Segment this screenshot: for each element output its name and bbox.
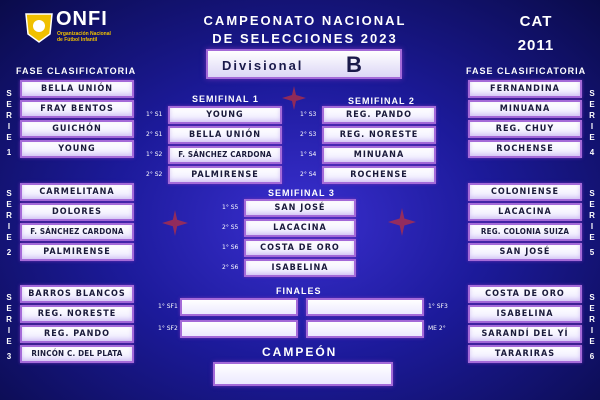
finals-title: FINALES bbox=[276, 286, 322, 296]
semifinal-1-team: PALMIRENSE bbox=[168, 166, 282, 184]
semifinal-1-team: BELLA UNIÓN bbox=[168, 126, 282, 144]
serie-5-team: COLONIENSE bbox=[468, 183, 582, 201]
serie-1-team: FRAY BENTOS bbox=[20, 100, 134, 118]
semifinal-2-seed: 2° S3 bbox=[300, 131, 317, 138]
logo-subtitle: Organización Nacional de Fútbol Infantil bbox=[57, 31, 111, 43]
serie-5-team: LACACINA bbox=[468, 203, 582, 221]
serie-2-team: DOLORES bbox=[20, 203, 134, 221]
serie-2-team: CARMELITANA bbox=[20, 183, 134, 201]
divisional-banner: Divisional B bbox=[206, 49, 402, 79]
finals-seed-left: 1° SF1 bbox=[158, 303, 178, 310]
champion-slot bbox=[213, 362, 393, 386]
serie-1-team: YOUNG bbox=[20, 140, 134, 158]
serie-4-team: MINUANA bbox=[468, 100, 582, 118]
finals-seed-right: ME 2° bbox=[428, 325, 446, 332]
semifinal-1-team: YOUNG bbox=[168, 106, 282, 124]
serie-3-team: REG. NORESTE bbox=[20, 305, 134, 323]
semifinal-3-team: COSTA DE ORO bbox=[244, 239, 356, 257]
serie-5-team: REG. COLONIA SUIZA bbox=[468, 223, 582, 241]
final-slot-left-1 bbox=[180, 298, 298, 316]
semifinal-2-team: ROCHENSE bbox=[322, 166, 436, 184]
category-year: 2011 bbox=[517, 37, 555, 54]
final-slot-right-2 bbox=[306, 320, 424, 338]
serie-1-team: GUICHÓN bbox=[20, 120, 134, 138]
semifinal-1-title: SEMIFINAL 1 bbox=[192, 94, 259, 104]
semifinal-2-team: MINUANA bbox=[322, 146, 436, 164]
semifinal-3-team: ISABELINA bbox=[244, 259, 356, 277]
serie-6-team: SARANDÍ DEL YÍ bbox=[468, 325, 582, 343]
serie-3-team: REG. PANDO bbox=[20, 325, 134, 343]
star-decoration-right bbox=[388, 208, 416, 236]
serie-4-team: ROCHENSE bbox=[468, 140, 582, 158]
semifinal-3-team: LACACINA bbox=[244, 219, 356, 237]
shield-icon bbox=[25, 13, 53, 43]
serie-3-team: BARROS BLANCOS bbox=[20, 285, 134, 303]
semifinal-1-seed: 2° S2 bbox=[146, 171, 163, 178]
final-slot-left-2 bbox=[180, 320, 298, 338]
semifinal-1-seed: 1° S2 bbox=[146, 151, 163, 158]
category-label: CAT bbox=[519, 13, 553, 30]
serie-4-team: REG. CHUY bbox=[468, 120, 582, 138]
finals-seed-left: 1° SF2 bbox=[158, 325, 178, 332]
divisional-label: Divisional bbox=[222, 58, 304, 73]
finals-seed-right: 1° SF3 bbox=[428, 303, 448, 310]
onfi-logo: ONFI Organización Nacional de Fútbol Inf… bbox=[24, 8, 134, 50]
semifinal-2-seed: 1° S4 bbox=[300, 151, 317, 158]
serie-2-team: PALMIRENSE bbox=[20, 243, 134, 261]
right-phase-header: FASE CLASIFICATORIA bbox=[466, 66, 587, 76]
semifinal-2-seed: 2° S4 bbox=[300, 171, 317, 178]
star-decoration-left bbox=[162, 210, 188, 236]
semifinal-2-title: SEMIFINAL 2 bbox=[348, 96, 415, 106]
page-title-line2: DE SELECCIONES 2023 bbox=[212, 31, 398, 46]
semifinal-3-seed: 1° S6 bbox=[222, 244, 239, 251]
star-decoration-top bbox=[282, 86, 306, 110]
semifinal-1-seed: 2° S1 bbox=[146, 131, 163, 138]
serie-5-team: SAN JOSÉ bbox=[468, 243, 582, 261]
serie-4-team: FERNANDINA bbox=[468, 80, 582, 98]
serie-3-team: RINCÓN C. DEL PLATA bbox=[20, 345, 134, 363]
semifinal-3-title: SEMIFINAL 3 bbox=[268, 188, 335, 198]
final-slot-right-1 bbox=[306, 298, 424, 316]
semifinal-3-seed: 1° S5 bbox=[222, 204, 239, 211]
semifinal-1-seed: 1° S1 bbox=[146, 111, 163, 118]
semifinal-2-seed: 1° S3 bbox=[300, 111, 317, 118]
semifinal-3-seed: 2° S5 bbox=[222, 224, 239, 231]
serie-6-team: ISABELINA bbox=[468, 305, 582, 323]
semifinal-3-team: SAN JOSÉ bbox=[244, 199, 356, 217]
semifinal-1-team: F. SÁNCHEZ CARDONA bbox=[168, 146, 282, 164]
semifinal-2-team: REG. PANDO bbox=[322, 106, 436, 124]
divisional-letter: B bbox=[346, 52, 362, 77]
semifinal-2-team: REG. NORESTE bbox=[322, 126, 436, 144]
semifinal-3-seed: 2° S6 bbox=[222, 264, 239, 271]
serie-6-team: COSTA DE ORO bbox=[468, 285, 582, 303]
serie-2-team: F. SÁNCHEZ CARDONA bbox=[20, 223, 134, 241]
logo-name: ONFI bbox=[56, 8, 108, 30]
left-phase-header: FASE CLASIFICATORIA bbox=[16, 66, 137, 76]
champion-title: CAMPEÓN bbox=[262, 345, 338, 359]
serie-1-team: BELLA UNIÓN bbox=[20, 80, 134, 98]
page-title-line1: CAMPEONATO NACIONAL bbox=[203, 13, 407, 28]
serie-6-team: TARARIRAS bbox=[468, 345, 582, 363]
